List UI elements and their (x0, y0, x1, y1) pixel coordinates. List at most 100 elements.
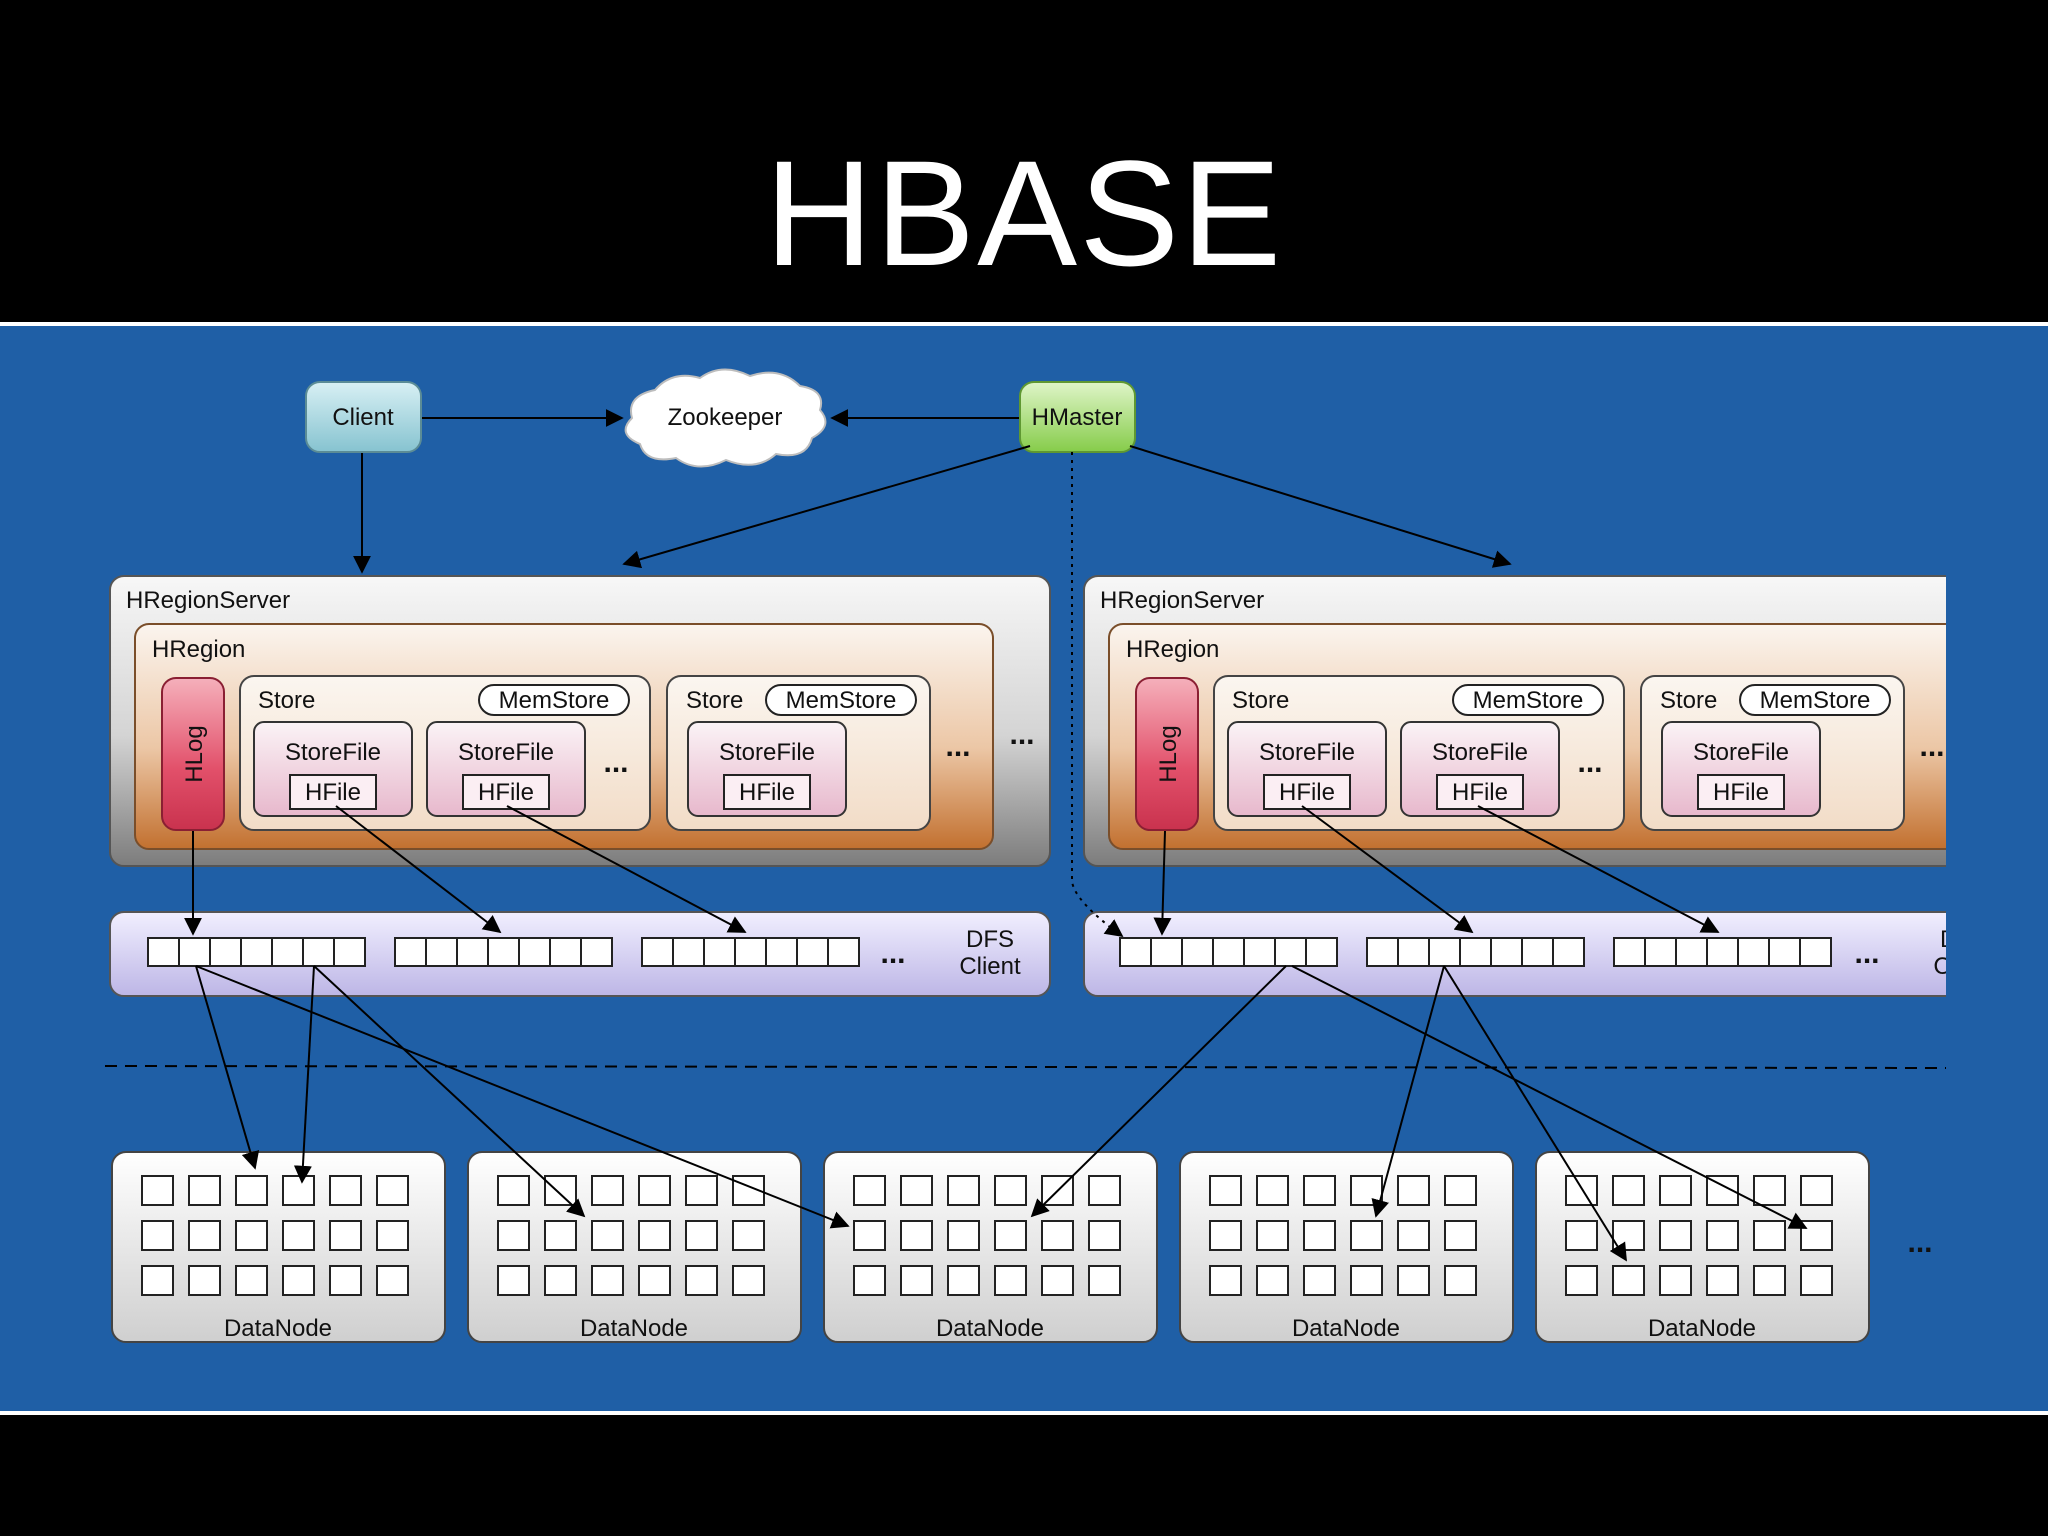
arrow-dfs-to-datanode (1443, 965, 1627, 1262)
storefile-ellipsis: ... (1577, 746, 1602, 779)
datanode-block (282, 1175, 315, 1206)
dfs-block (672, 937, 705, 967)
dfs-block (271, 937, 304, 967)
dfs-ellipsis: ... (1854, 937, 1879, 970)
hlog-label: HLog (1155, 725, 1182, 782)
datanode-block (1659, 1175, 1692, 1206)
store-label: Store (258, 687, 315, 714)
dfs-client-label: DFS Client (1914, 926, 1946, 980)
datanode-block (1444, 1220, 1477, 1251)
datanode-block (376, 1175, 409, 1206)
region-server-1: HRegionServer HRegion HLog Store MemStor… (109, 575, 1051, 867)
dfs-block (1644, 937, 1677, 967)
datanode-ellipsis: ... (1907, 1226, 1932, 1259)
dfs-block (147, 937, 180, 967)
dfs-block (1428, 937, 1461, 967)
dfs-block (549, 937, 582, 967)
store-ellipsis: ... (945, 730, 970, 763)
datanode-block (1041, 1220, 1074, 1251)
datanode-block (282, 1265, 315, 1296)
datanode-block (1800, 1265, 1833, 1296)
region-server-1-store-1: Store MemStore StoreFile HFile StoreFile… (239, 675, 651, 831)
datanode-block (947, 1175, 980, 1206)
dfs-ellipsis: ... (880, 937, 905, 970)
datanode-block (900, 1175, 933, 1206)
arrow-hmaster-to-regionserver-1 (622, 445, 1031, 569)
datanode: DataNode (1179, 1151, 1514, 1343)
memstore-label: MemStore (786, 687, 897, 714)
storefile-label: StoreFile (719, 739, 815, 766)
datanode-block (329, 1265, 362, 1296)
dfs-block (1768, 937, 1801, 967)
arrow-hfile-to-dfs-1b (506, 805, 747, 933)
datanode-block (1350, 1175, 1383, 1206)
datanode-block (638, 1220, 671, 1251)
zookeeper-label: Zookeeper (668, 404, 783, 431)
datanode: DataNode (111, 1151, 446, 1343)
datanode-block (329, 1175, 362, 1206)
store-ellipsis: ... (1919, 730, 1944, 763)
datanode-block (1256, 1175, 1289, 1206)
hlog-label: HLog (181, 725, 208, 782)
datanode-block (1088, 1265, 1121, 1296)
region-server-2-label: HRegionServer (1100, 587, 1264, 614)
datanode-block (1659, 1265, 1692, 1296)
region-server-1-hlog: HLog (161, 677, 225, 831)
datanode-block (1041, 1265, 1074, 1296)
dfs-block-group (1119, 937, 1832, 967)
memstore-label: MemStore (1473, 687, 1584, 714)
datanode-block (235, 1175, 268, 1206)
dfs-block (1552, 937, 1585, 967)
dfs-block (1274, 937, 1307, 967)
dfs-block (580, 937, 613, 967)
datanode-block (1350, 1265, 1383, 1296)
datanode-block (235, 1220, 268, 1251)
datanode-block (1209, 1220, 1242, 1251)
dfs-block (1490, 937, 1523, 967)
dfs-client-1: ... DFS Client (109, 911, 1051, 997)
datanode-block (329, 1220, 362, 1251)
datanode-block (900, 1265, 933, 1296)
datanode-block (1612, 1265, 1645, 1296)
datanode-block (544, 1265, 577, 1296)
datanode-block (1612, 1175, 1645, 1206)
datanode-block (994, 1265, 1027, 1296)
dfs-block-group (147, 937, 860, 967)
datanode-block (1565, 1220, 1598, 1251)
dfs-block (1181, 937, 1214, 967)
datanode-block (497, 1265, 530, 1296)
datanode-block (853, 1175, 886, 1206)
datanode-block (376, 1220, 409, 1251)
datanode-block (1753, 1220, 1786, 1251)
datanode-block (141, 1220, 174, 1251)
datanode-label: DataNode (936, 1315, 1044, 1342)
dfs-block (178, 937, 211, 967)
dfs-block (1521, 937, 1554, 967)
hfile-label: HFile (1452, 779, 1508, 806)
datanode-block (1659, 1220, 1692, 1251)
datanode-block (947, 1265, 980, 1296)
dfs-block (1737, 937, 1770, 967)
dfs-block (456, 937, 489, 967)
arrow-dfs-to-datanode (313, 965, 586, 1218)
client-label: Client (332, 404, 394, 431)
datanode-block (1800, 1175, 1833, 1206)
store-label: Store (686, 687, 743, 714)
datanode-block (1753, 1175, 1786, 1206)
datanode-label: DataNode (1648, 1315, 1756, 1342)
datanode-block (853, 1265, 886, 1296)
dfs-block (1397, 937, 1430, 967)
datanode: DataNode (1535, 1151, 1870, 1343)
datanode-block (1303, 1265, 1336, 1296)
arrow-dfs-to-datanode (195, 965, 260, 1170)
datanode-block (591, 1220, 624, 1251)
datanode-block (1397, 1220, 1430, 1251)
datanode-block (1350, 1220, 1383, 1251)
datanode-block (1753, 1265, 1786, 1296)
hregion-label: HRegion (152, 636, 245, 663)
dfs-block (1243, 937, 1276, 967)
dfs-block (1366, 937, 1399, 967)
dfs-block (394, 937, 427, 967)
region-server-1-store-2: Store MemStore StoreFile HFile (666, 675, 931, 831)
